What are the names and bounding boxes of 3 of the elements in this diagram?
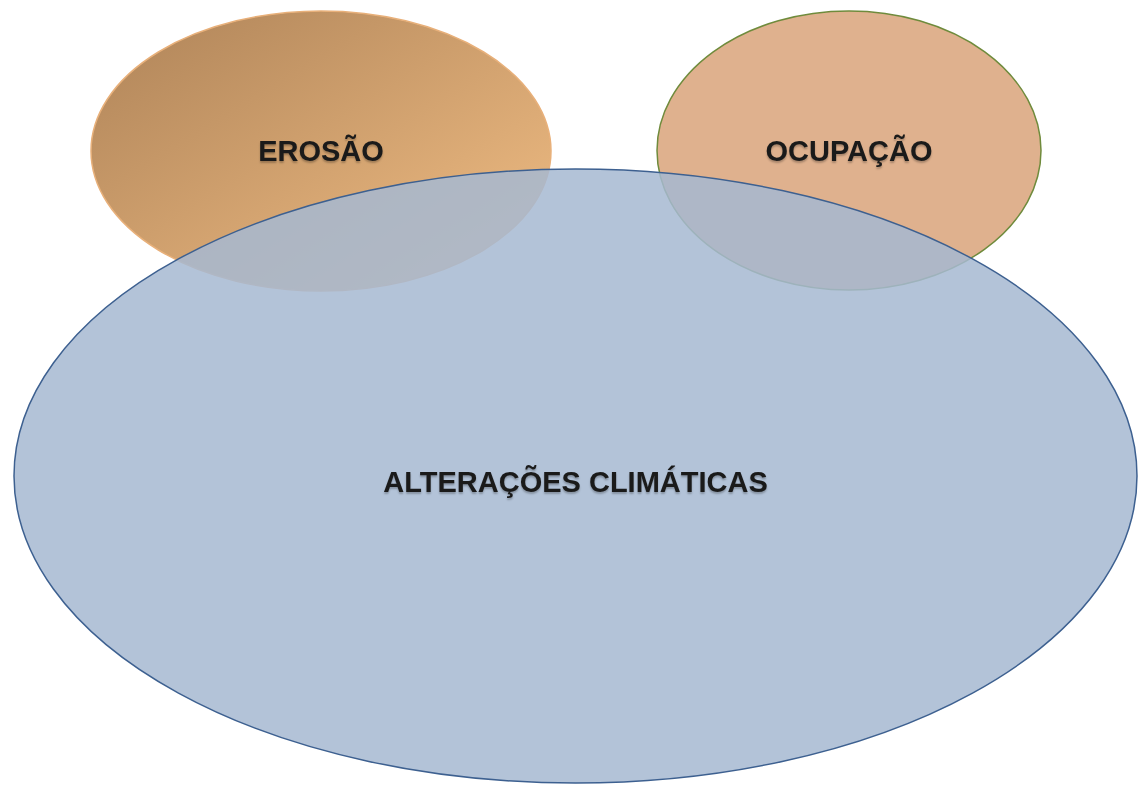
ellipse-label: EROSÃO	[258, 134, 384, 168]
ellipse-label: ALTERAÇÕES CLIMÁTICAS	[383, 465, 768, 499]
ellipse-label: OCUPAÇÃO	[765, 134, 933, 167]
